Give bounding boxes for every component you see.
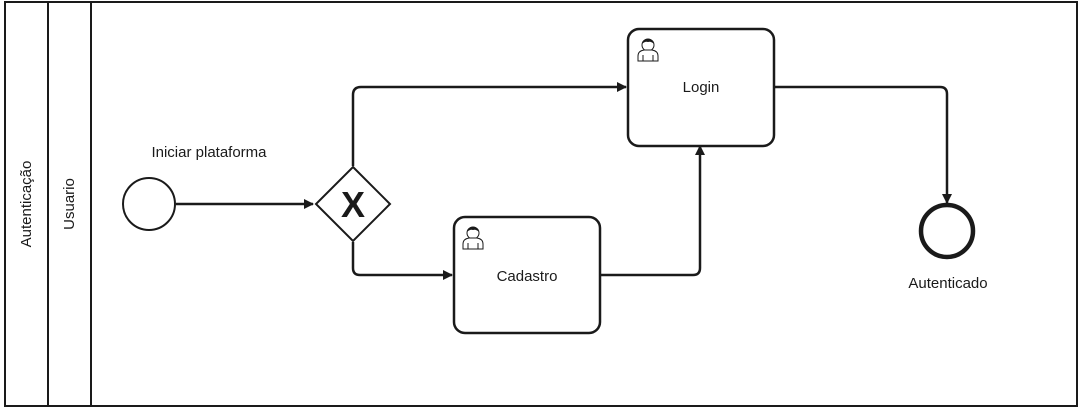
start-event[interactable]: Iniciar plataforma	[122, 144, 267, 231]
flow-cadastro-to-login[interactable]	[600, 145, 705, 277]
lane-usuario[interactable]: Usuario	[61, 2, 92, 406]
task-login[interactable]: Login	[626, 27, 776, 148]
task-cadastro-label: Cadastro	[497, 268, 558, 285]
end-event-circle	[918, 202, 976, 260]
flow-login-to-end[interactable]	[774, 85, 952, 204]
task-login-label: Login	[683, 79, 720, 96]
exclusive-gateway[interactable]: X	[314, 165, 392, 243]
end-event-label: Autenticado	[908, 275, 987, 292]
end-event[interactable]: Autenticado	[908, 202, 988, 292]
flow-gateway-to-cadastro[interactable]	[351, 242, 453, 280]
lane-label: Usuario	[61, 178, 78, 230]
task-cadastro[interactable]: Cadastro	[452, 215, 602, 335]
start-event-label: Iniciar plataforma	[151, 144, 267, 161]
gateway-x-icon: X	[341, 184, 365, 225]
start-event-circle	[122, 177, 176, 231]
gateway-diamond	[314, 165, 392, 243]
pool-label: Autenticação	[18, 161, 35, 248]
task-login-box	[626, 27, 776, 148]
flow-gateway-to-login[interactable]	[351, 82, 627, 166]
sequence-flows	[176, 82, 952, 280]
task-cadastro-box	[452, 215, 602, 335]
